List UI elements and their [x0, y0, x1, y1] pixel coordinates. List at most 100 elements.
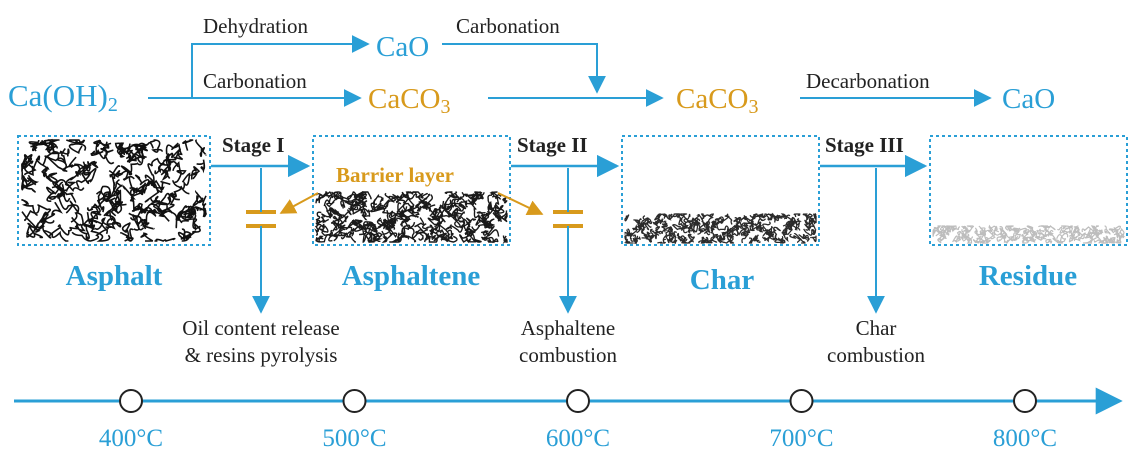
texture-strand	[140, 208, 158, 230]
texture-strand	[340, 221, 354, 230]
asphalt-box	[17, 135, 211, 246]
texture-strand	[86, 203, 102, 216]
texture-strand	[966, 236, 973, 244]
texture-strand	[661, 222, 668, 229]
texture-strand	[23, 153, 34, 169]
texture-strand	[133, 142, 148, 164]
texture-strand	[779, 235, 786, 244]
texture-strand	[134, 174, 155, 186]
texture-strand	[1089, 228, 1099, 240]
caco3-second-label: CaCO3	[676, 83, 759, 118]
stage3-label: Stage III	[825, 133, 904, 157]
texture-strand	[638, 217, 649, 231]
texture-strand	[766, 213, 781, 221]
texture-strand	[314, 220, 322, 236]
temperature-label: 400°C	[99, 425, 163, 449]
texture-strand	[961, 225, 966, 230]
texture-strand	[1047, 229, 1054, 237]
texture-strand	[481, 230, 490, 236]
texture-strand	[950, 225, 957, 233]
texture-strand	[363, 197, 377, 216]
texture-strand	[663, 214, 673, 221]
temperature-marker	[566, 389, 590, 413]
texture-strand	[368, 228, 381, 243]
texture-strand	[388, 193, 403, 201]
texture-strand	[464, 221, 472, 236]
texture-strand	[502, 196, 508, 204]
asphaltene-texture	[314, 191, 508, 245]
texture-strand	[351, 219, 363, 232]
texture-strand	[452, 196, 462, 208]
texture-strand	[438, 204, 447, 218]
texture-strand	[966, 225, 974, 229]
texture-strand	[173, 143, 184, 161]
caoh2-label: Ca(OH)2	[8, 78, 118, 116]
texture-strand	[172, 161, 187, 183]
texture-strand	[451, 191, 465, 200]
texture-strand	[710, 232, 719, 243]
texture-strand	[459, 234, 468, 243]
texture-strand	[1048, 233, 1061, 243]
texture-strand	[75, 223, 95, 239]
residue-texture	[932, 224, 1125, 245]
texture-strand	[54, 179, 85, 193]
texture-strand	[1057, 226, 1068, 234]
dehydration-branch-arrow	[191, 35, 370, 98]
texture-strand	[704, 214, 714, 226]
texture-strand	[152, 179, 171, 193]
texture-strand	[30, 142, 55, 154]
texture-strand	[802, 233, 809, 241]
texture-strand	[179, 205, 201, 230]
texture-strand	[502, 235, 508, 245]
texture-strand	[795, 221, 801, 232]
process3-line1: Char	[856, 316, 897, 340]
texture-strand	[46, 156, 77, 172]
texture-strand	[678, 219, 684, 230]
texture-strand	[57, 196, 80, 214]
texture-strand	[467, 191, 482, 200]
texture-strand	[129, 197, 146, 214]
texture-strand	[726, 228, 735, 238]
texture-strand	[1060, 225, 1070, 230]
texture-strand	[443, 193, 459, 207]
texture-strand	[21, 159, 37, 180]
texture-strand	[381, 230, 393, 243]
texture-strand	[810, 235, 817, 243]
texture-strand	[354, 219, 366, 230]
texture-strand	[959, 230, 969, 240]
texture-strand	[415, 227, 429, 235]
barrier-symbol-left	[246, 210, 276, 228]
asphaltene-label: Asphaltene	[342, 260, 481, 292]
texture-strand	[663, 227, 673, 236]
barrier-layer-label: Barrier layer	[336, 163, 454, 187]
texture-strand	[321, 210, 334, 218]
texture-strand	[1116, 236, 1123, 244]
texture-strand	[494, 196, 502, 223]
char-box	[621, 135, 820, 246]
texture-strand	[789, 233, 801, 240]
texture-strand	[21, 174, 30, 190]
texture-strand	[639, 221, 650, 231]
cao-top-label: CaO	[376, 31, 429, 63]
texture-strand	[57, 181, 77, 199]
residue-label: Residue	[979, 260, 1077, 292]
texture-strand	[717, 234, 723, 244]
texture-strand	[346, 191, 364, 200]
texture-strand	[803, 224, 817, 236]
texture-strand	[407, 197, 424, 211]
texture-strand	[324, 204, 335, 213]
texture-strand	[435, 209, 445, 225]
texture-strand	[1029, 227, 1036, 238]
texture-strand	[171, 172, 191, 190]
temperature-marker	[119, 389, 143, 413]
texture-strand	[170, 185, 190, 201]
stage1-label: Stage I	[222, 133, 284, 157]
texture-strand	[1004, 237, 1014, 244]
temperature-label: 800°C	[993, 425, 1057, 449]
texture-strand	[196, 159, 206, 174]
texture-strand	[40, 201, 63, 224]
texture-strand	[707, 213, 714, 218]
texture-strand	[71, 229, 108, 242]
texture-strand	[671, 231, 678, 245]
